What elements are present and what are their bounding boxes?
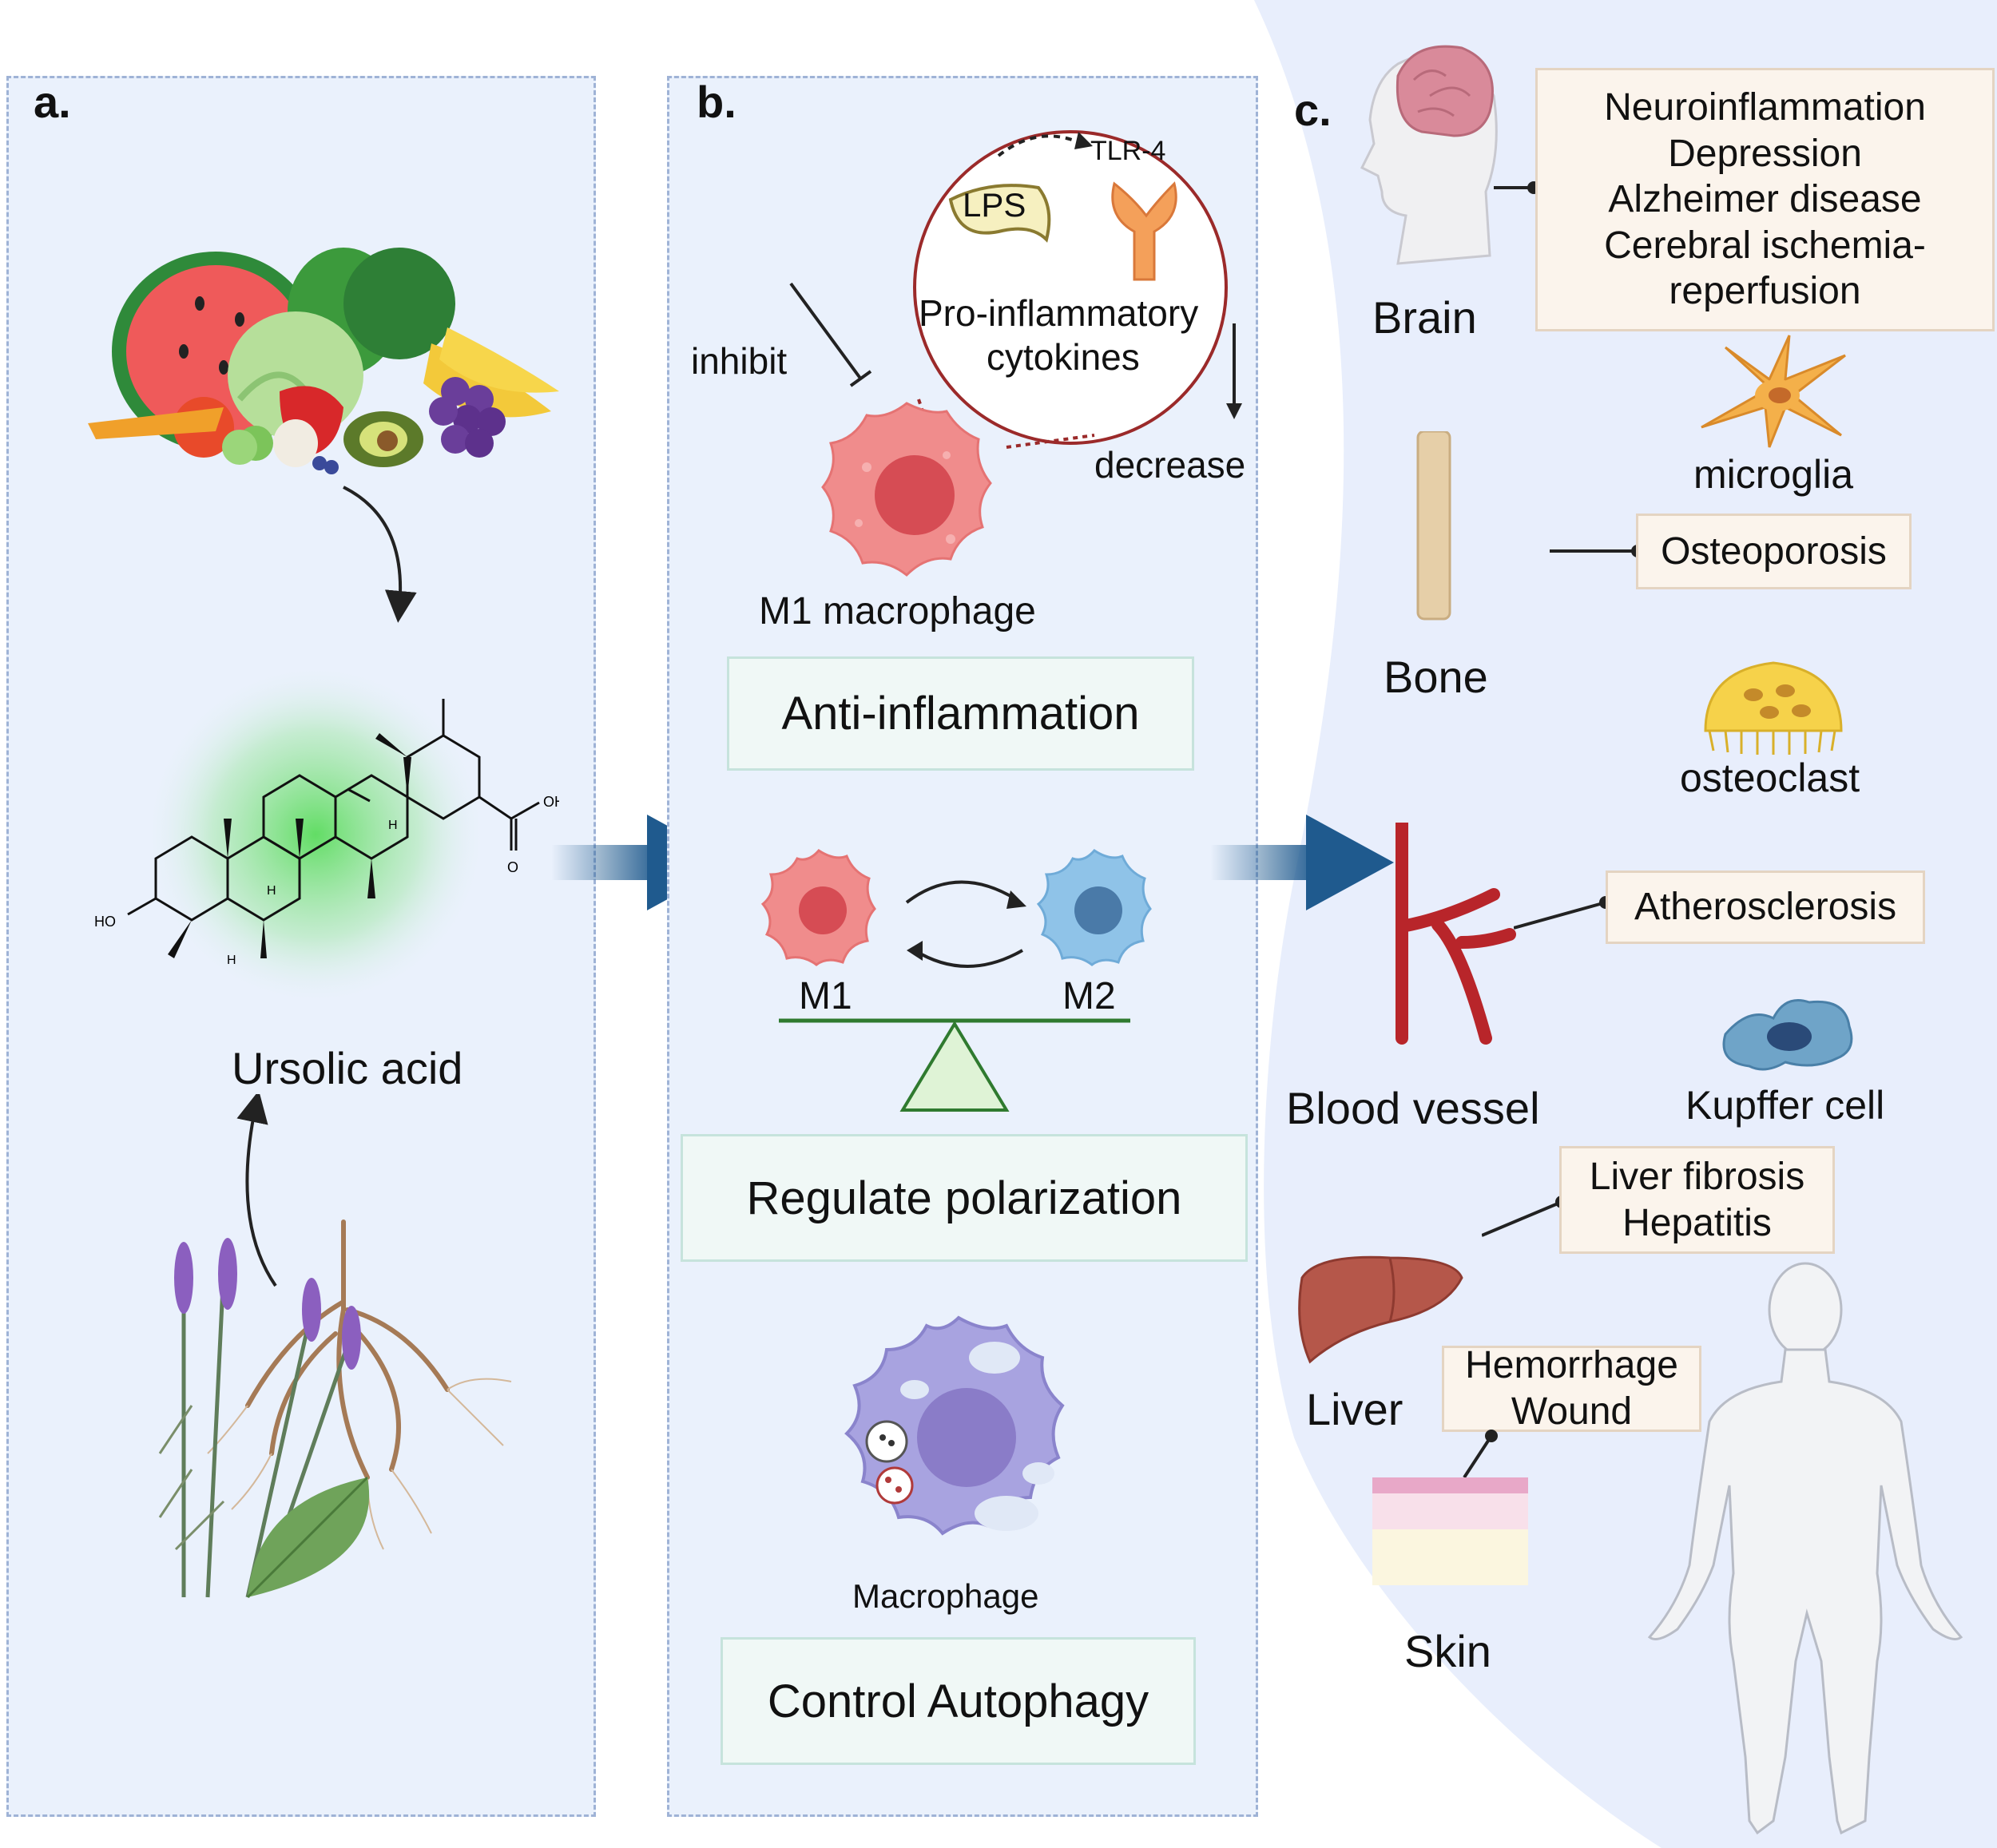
brain-connector (1494, 181, 1540, 194)
brain-disease-3: Alzheimer disease (1608, 178, 1922, 221)
m2-cell-small (1036, 849, 1152, 966)
kupffer-cell (1722, 999, 1853, 1071)
structure-o-label: O (507, 859, 518, 875)
inhibit-label: inhibit (691, 340, 788, 382)
lps-to-tlr4-arrow (997, 132, 1093, 157)
lps-label: LPS (963, 186, 1026, 224)
fruits-vegetables-illustration (88, 248, 559, 474)
tlr4-receptor (1111, 181, 1177, 281)
brain-label: Brain (1372, 292, 1477, 343)
bone-label: Bone (1384, 652, 1488, 702)
polarization-arrows (905, 880, 1026, 968)
liver-diseases-box: Liver fibrosis Hepatitis (1559, 1146, 1835, 1254)
m1-macrophage-label: M1 macrophage (759, 590, 1036, 633)
panel-a-letter: a. (34, 77, 71, 127)
cytokines-label-line1: Pro-inflammatory (919, 292, 1199, 334)
brain-head-illustration (1360, 45, 1498, 265)
ursolic-acid-structure: HO OH O H H H (94, 699, 559, 967)
liver-disease-1: Liver fibrosis (1589, 1155, 1805, 1198)
m1-label: M1 (799, 975, 852, 1017)
lps-shape (948, 184, 1051, 243)
structure-h-label-3: H (227, 954, 236, 967)
compound-glow (144, 663, 487, 1006)
kupffer-cell-label: Kupffer cell (1685, 1083, 1885, 1128)
inhibit-line (789, 282, 872, 387)
skin-diseases-box: Hemorrhage Wound (1442, 1344, 1701, 1433)
decrease-arrow (1226, 323, 1242, 419)
osteoclast-cell (1704, 661, 1843, 755)
microglia-label: microglia (1693, 452, 1854, 497)
skin-connector (1463, 1430, 1498, 1479)
arrow-b-to-c (1210, 815, 1394, 910)
liver-disease-2: Hepatitis (1622, 1201, 1772, 1244)
decrease-label: decrease (1094, 444, 1246, 486)
liver-illustration (1298, 1255, 1463, 1364)
skin-label: Skin (1404, 1626, 1491, 1676)
bone-illustration (1416, 431, 1451, 621)
plants-to-compound-arrow (236, 1094, 277, 1287)
structure-oh-label: OH (543, 794, 559, 810)
brain-disease-5: reperfusion (1669, 270, 1861, 313)
panel-c-letter: c. (1294, 85, 1332, 135)
skin-disease-2: Wound (1511, 1390, 1633, 1433)
m1-cell-small (760, 849, 876, 966)
fruits-to-compound-arrow (343, 486, 417, 623)
structure-h-label-2: H (388, 819, 398, 832)
plants-illustration (158, 1219, 512, 1599)
bone-connector (1550, 545, 1644, 557)
brain-disease-1: Neuroinflammation (1604, 86, 1926, 129)
control-autophagy-box: Control Autophagy (721, 1637, 1196, 1765)
osteoclast-label: osteoclast (1680, 755, 1860, 800)
human-body-illustration (1647, 1262, 1963, 1835)
macrophage-label: Macrophage (852, 1577, 1039, 1615)
autophagy-macrophage-cell (844, 1315, 1065, 1536)
ursolic-acid-label: Ursolic acid (232, 1043, 463, 1093)
brain-disease-2: Depression (1668, 132, 1862, 175)
liver-connector (1482, 1196, 1568, 1237)
anti-inflammation-box: Anti-inflammation (727, 656, 1194, 771)
blood-vessel-illustration (1396, 823, 1516, 1045)
atherosclerosis-box: Atherosclerosis (1606, 870, 1925, 944)
tlr4-label: TLR-4 (1090, 136, 1166, 166)
brain-diseases-box: Neuroinflammation Depression Alzheimer d… (1535, 68, 1995, 331)
panel-b-letter: b. (697, 77, 736, 127)
osteoporosis-box: Osteoporosis (1636, 514, 1912, 589)
balance-scale (779, 1018, 1130, 1112)
cytokines-label-line2: cytokines (987, 336, 1140, 378)
m2-label: M2 (1062, 975, 1116, 1017)
microglia-cell (1701, 335, 1846, 448)
blood-vessel-label: Blood vessel (1286, 1083, 1540, 1133)
skin-disease-1: Hemorrhage (1465, 1344, 1678, 1387)
m1-macrophage-cell (821, 402, 992, 577)
skin-illustration (1372, 1477, 1528, 1585)
liver-label: Liver (1306, 1384, 1403, 1434)
regulate-polarization-box: Regulate polarization (681, 1134, 1248, 1262)
structure-h-label-1: H (267, 884, 276, 898)
brain-disease-4: Cerebral ischemia- (1604, 224, 1926, 267)
vessel-connector (1514, 896, 1612, 930)
structure-ho-label: HO (94, 914, 116, 930)
